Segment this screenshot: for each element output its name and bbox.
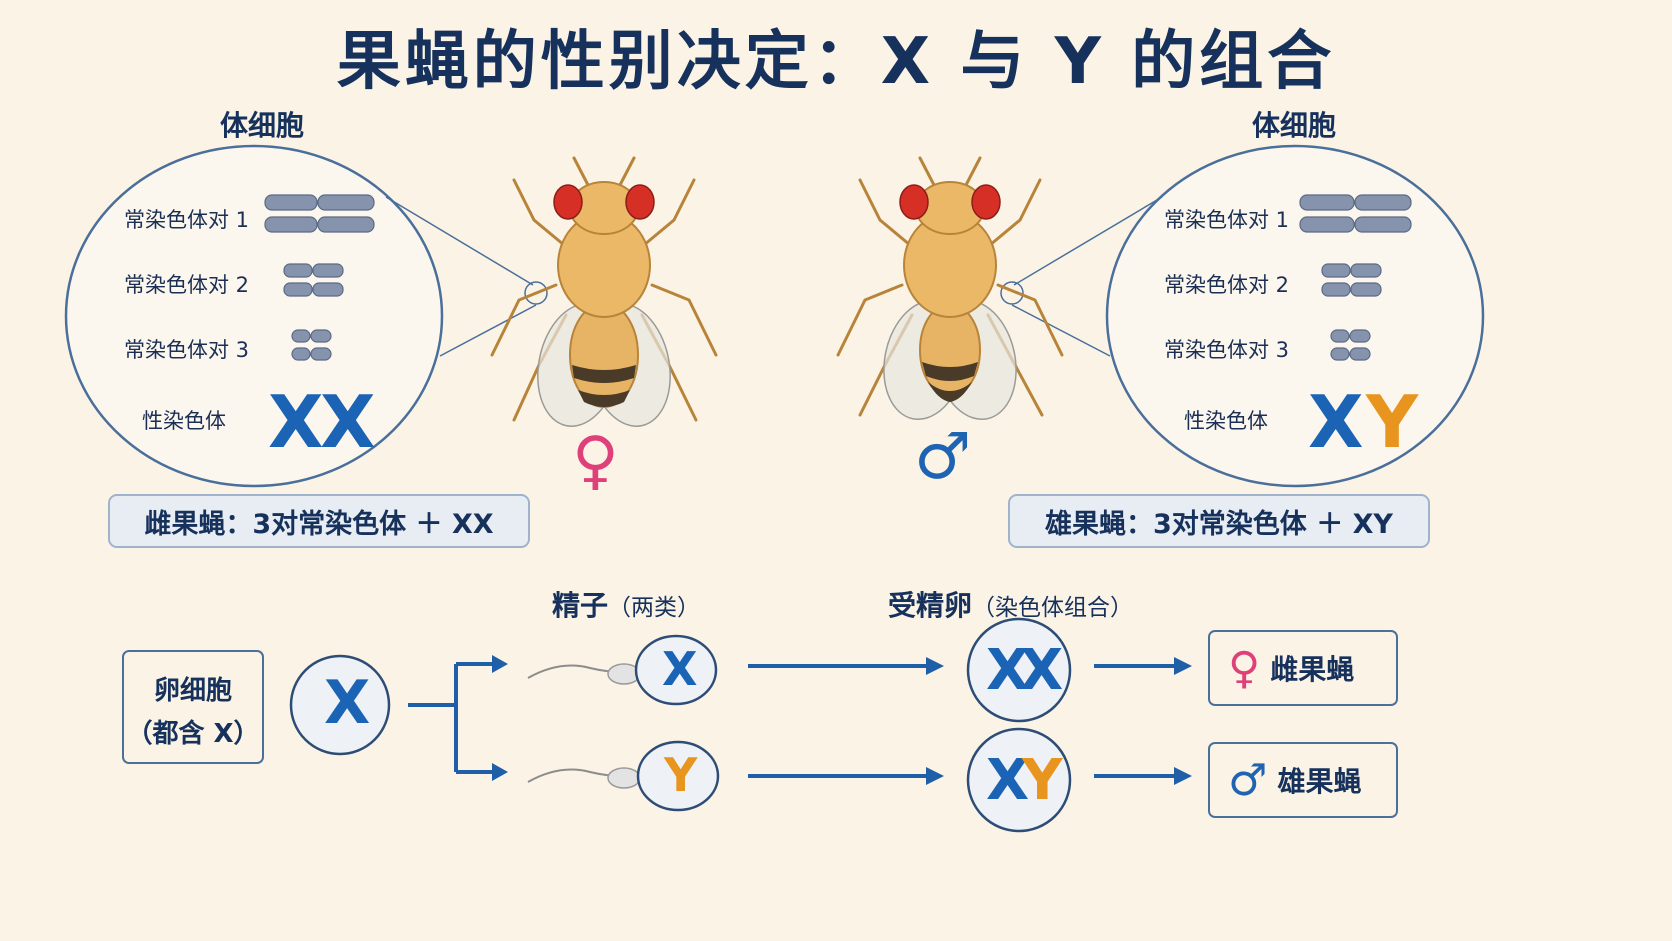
female-zoom-line-bottom (439, 304, 537, 357)
sperm-section-subtitle: （两类） (608, 595, 701, 621)
branch-arrowhead-bottom (492, 763, 508, 781)
female-result-symbol-icon: ♀ (1228, 642, 1261, 694)
sperm-chromosome-y: Y (664, 748, 698, 802)
arrowhead-female (1174, 657, 1192, 675)
zygote-circle-xx (966, 617, 1072, 723)
male-result-label: 雄果蝇 (1277, 765, 1362, 798)
sperm-head-x (634, 634, 718, 706)
male-row-label-3: 常染色体对 3 (1164, 338, 1290, 362)
arrowhead-male (1174, 767, 1192, 785)
arrowhead-zygote-xx (926, 657, 944, 675)
result-female-box: ♀ 雌果蝇 (1208, 630, 1398, 706)
autosome-pair-3 (291, 329, 332, 361)
female-symbol-icon: ♀ (572, 424, 619, 498)
male-sex-chromosome-y: Y (1366, 380, 1419, 464)
zygote-section-title: 受精卵（染色体组合） (888, 584, 1133, 624)
male-result-symbol-icon: ♂ (1228, 754, 1268, 806)
zygote-xy-chromosome-x: X (986, 748, 1030, 813)
male-autosome-pair-3 (1330, 329, 1371, 361)
arrowhead-zygote-xy (926, 767, 944, 785)
sperm-midpiece-y (607, 767, 641, 789)
male-row-label-4: 性染色体 (1184, 409, 1268, 433)
male-sex-chromosome-x: X (1308, 380, 1364, 464)
male-symbol-icon: ♂ (914, 420, 972, 494)
zygote-section-subtitle: （染色体组合） (972, 595, 1134, 621)
autosome-pair-1 (264, 194, 375, 233)
female-row-label-1: 常染色体对 1 (124, 208, 250, 232)
egg-circle (289, 654, 391, 756)
female-row-label-3: 常染色体对 3 (124, 338, 250, 362)
zygote-xx-chromosome-2: X (1020, 638, 1064, 703)
branch-connector (408, 664, 458, 772)
female-summary-box: 雌果蝇：3对常染色体 ＋ XX (108, 494, 530, 548)
female-row-label-2: 常染色体对 2 (124, 273, 250, 297)
result-male-box: ♂ 雄果蝇 (1208, 742, 1398, 818)
female-sex-chromosome-1: X (268, 380, 324, 464)
female-result-label: 雌果蝇 (1270, 653, 1355, 686)
autosome-pair-2 (283, 263, 344, 297)
page-title: 果蝇的性别决定：X 与 Y 的组合 (336, 25, 1336, 99)
egg-cell-box: 卵细胞 （都含 X） (122, 650, 264, 764)
female-zoom-line-top (385, 196, 534, 286)
male-cell-title: 体细胞 (1252, 109, 1337, 142)
male-zoom-target (1000, 281, 1024, 305)
sperm-section-title: 精子（两类） (552, 584, 700, 624)
male-zoom-line-bottom (1011, 304, 1111, 357)
zygote-circle-xy (966, 727, 1072, 833)
zygote-section-label: 受精卵 (888, 589, 973, 622)
female-zoom-target (524, 281, 548, 305)
egg-chromosome-x: X (324, 668, 371, 738)
zygote-xy-chromosome-y: Y (1022, 748, 1063, 813)
sperm-section-label: 精子 (552, 589, 609, 622)
female-row-label-4: 性染色体 (142, 409, 226, 433)
male-fruit-fly (836, 156, 1064, 421)
female-cell-title: 体细胞 (220, 109, 305, 142)
egg-label-line2: （都含 X） (126, 719, 260, 749)
male-summary-box: 雄果蝇：3对常染色体 ＋ XY (1008, 494, 1430, 548)
sperm-head-y (636, 740, 720, 812)
male-autosome-pair-2 (1321, 263, 1382, 297)
zygote-xx-chromosome-1: X (986, 638, 1030, 703)
egg-label-line1: 卵细胞 (153, 676, 232, 706)
female-fruit-fly (490, 156, 718, 427)
male-autosome-pair-1 (1299, 194, 1412, 233)
male-row-label-2: 常染色体对 2 (1164, 273, 1290, 297)
female-sex-chromosome-2: X (320, 380, 376, 464)
branch-arrowhead-top (492, 655, 508, 673)
male-zoom-line-top (1013, 196, 1163, 286)
male-row-label-1: 常染色体对 1 (1164, 208, 1290, 232)
sperm-chromosome-x: X (662, 642, 698, 696)
